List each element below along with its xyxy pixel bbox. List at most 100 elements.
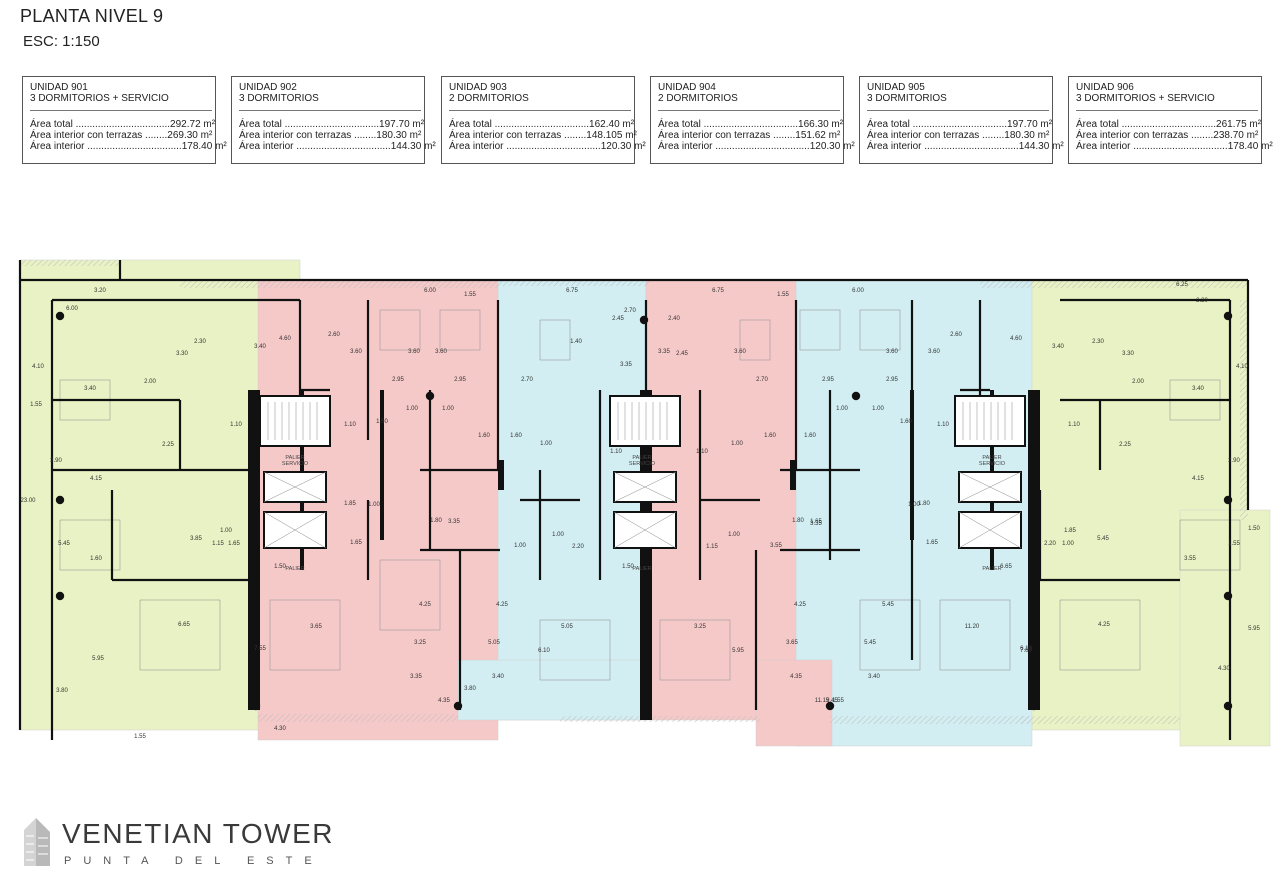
area-row: Área interior ..........................… xyxy=(1076,141,1273,152)
dimension-label: 5.45 xyxy=(1097,536,1109,542)
dimension-label: 1.00 xyxy=(908,502,920,508)
area-value: 178.40 m² xyxy=(1227,141,1273,152)
dimension-label: 1.10 xyxy=(344,422,356,428)
dimension-label: 4.10 xyxy=(1236,364,1248,370)
dimension-label: 1.00 xyxy=(368,502,380,508)
area-row: Área interior con terrazas ........151.6… xyxy=(658,130,840,141)
unit-type: 3 DORMITORIOS + SERVICIO xyxy=(1076,93,1215,104)
palier-label: SERVICIO xyxy=(282,461,309,467)
furniture-item xyxy=(269,599,341,671)
dimension-label: 2.30 xyxy=(1092,339,1104,345)
area-row: Área interior con terrazas ........269.3… xyxy=(30,130,212,141)
dimension-label: 1.10 xyxy=(696,449,708,455)
dimension-label: 2.60 xyxy=(328,332,340,338)
furniture-item xyxy=(939,599,1011,671)
dimension-label: 4.60 xyxy=(279,336,291,342)
stair-core xyxy=(954,395,1026,447)
area-value: 120.30 m² xyxy=(600,141,646,152)
furniture-item xyxy=(739,319,771,361)
dimension-label: 1.60 xyxy=(900,419,912,425)
elevator-cross xyxy=(958,471,1022,503)
dimension-label: 3.35 xyxy=(620,362,632,368)
column xyxy=(825,701,835,711)
dimension-label: 3.55 xyxy=(770,543,782,549)
dimension-label: 7.55 xyxy=(254,646,266,652)
brand-name: VENETIAN TOWER xyxy=(62,818,335,849)
area-value: 180.30 m² xyxy=(1004,130,1050,141)
dimension-label: 2.90 xyxy=(1228,458,1240,464)
dimension-label: 2.95 xyxy=(392,377,404,383)
area-label: Área interior ..........................… xyxy=(867,141,1019,152)
dimension-label: 6.75 xyxy=(712,288,724,294)
area-row: Área interior con terrazas ........148.1… xyxy=(449,130,637,141)
dimension-label: 2.45 xyxy=(676,351,688,357)
dimension-label: 3.25 xyxy=(414,640,426,646)
elevator-cross xyxy=(958,511,1022,549)
area-value: 238.70 m² xyxy=(1213,130,1259,141)
area-label: Área interior ..........................… xyxy=(30,141,182,152)
dimension-label: 4.15 xyxy=(1192,476,1204,482)
area-row: Área total .............................… xyxy=(449,119,634,130)
dimension-label: 1.65 xyxy=(810,519,822,525)
dimension-label: 2.00 xyxy=(1132,379,1144,385)
area-row: Área total .............................… xyxy=(239,119,424,130)
furniture-item xyxy=(139,599,221,671)
area-value: 148.105 m² xyxy=(586,130,637,141)
dimension-label: 4.10 xyxy=(32,364,44,370)
terrace-hatch xyxy=(180,280,500,288)
divider xyxy=(449,110,631,111)
furniture-item xyxy=(539,619,611,681)
dimension-label: 5.95 xyxy=(92,656,104,662)
area-value: 292.72 m² xyxy=(170,119,216,130)
dimension-label: 3.35 xyxy=(410,674,422,680)
terrace-hatches xyxy=(20,260,1248,724)
dimension-label: 2.20 xyxy=(1044,541,1056,547)
elevator-cross xyxy=(263,471,327,503)
area-value: 178.40 m² xyxy=(181,141,227,152)
dimension-label: 1.85 xyxy=(1064,528,1076,534)
dimension-label: 1.15 xyxy=(706,544,718,550)
dimension-label: 1.50 xyxy=(1248,526,1260,532)
area-label: Área interior con terrazas ........ xyxy=(449,130,587,141)
area-label: Área total .............................… xyxy=(449,119,590,130)
dimension-label: 2.00 xyxy=(144,379,156,385)
dimension-label: 1.60 xyxy=(804,433,816,439)
column xyxy=(55,591,65,601)
dimension-label: 4.25 xyxy=(419,602,431,608)
dimension-label: 5.45 xyxy=(864,640,876,646)
dimension-label: 9.45 xyxy=(826,698,838,704)
dimension-label: 1.00 xyxy=(540,441,552,447)
structural-wall xyxy=(248,390,260,710)
dimension-label: 4.30 xyxy=(1218,666,1230,672)
area-label: Área interior con terrazas ........ xyxy=(30,130,168,141)
terrace-hatch xyxy=(500,280,650,286)
dimension-label: 5.95 xyxy=(1248,626,1260,632)
furniture-item xyxy=(439,309,481,351)
dimension-label: 1.55 xyxy=(832,698,844,704)
unit-name: UNIDAD 905 xyxy=(867,82,925,93)
area-label: Área interior con terrazas ........ xyxy=(658,130,796,141)
dimension-label: 1.10 xyxy=(230,422,242,428)
dimension-label: 6.00 xyxy=(424,288,436,294)
unit-type: 3 DORMITORIOS + SERVICIO xyxy=(30,93,169,104)
floor-plan: PALIERSERVICIOPALIERSERVICIOPALIERSERVIC… xyxy=(18,259,1271,747)
plan-scale: ESC: 1:150 xyxy=(23,33,100,50)
dimension-label: 1.55 xyxy=(134,734,146,740)
column xyxy=(425,391,435,401)
palier-label: PALIER xyxy=(982,566,1001,572)
unit-name: UNIDAD 904 xyxy=(658,82,716,93)
column xyxy=(639,315,649,325)
dimension-label: 3.40 xyxy=(254,344,266,350)
dimension-label: 1.55 xyxy=(464,292,476,298)
structural-wall xyxy=(498,460,504,490)
dimension-label: 2.90 xyxy=(50,458,62,464)
dimension-label: 1.10 xyxy=(1068,422,1080,428)
area-value: 269.30 m² xyxy=(167,130,213,141)
dimension-label: 6.10 xyxy=(1020,646,1032,652)
area-label: Área interior ..........................… xyxy=(658,141,810,152)
dimension-label: 3.30 xyxy=(1122,351,1134,357)
dimension-label: 2.20 xyxy=(1196,298,1208,304)
